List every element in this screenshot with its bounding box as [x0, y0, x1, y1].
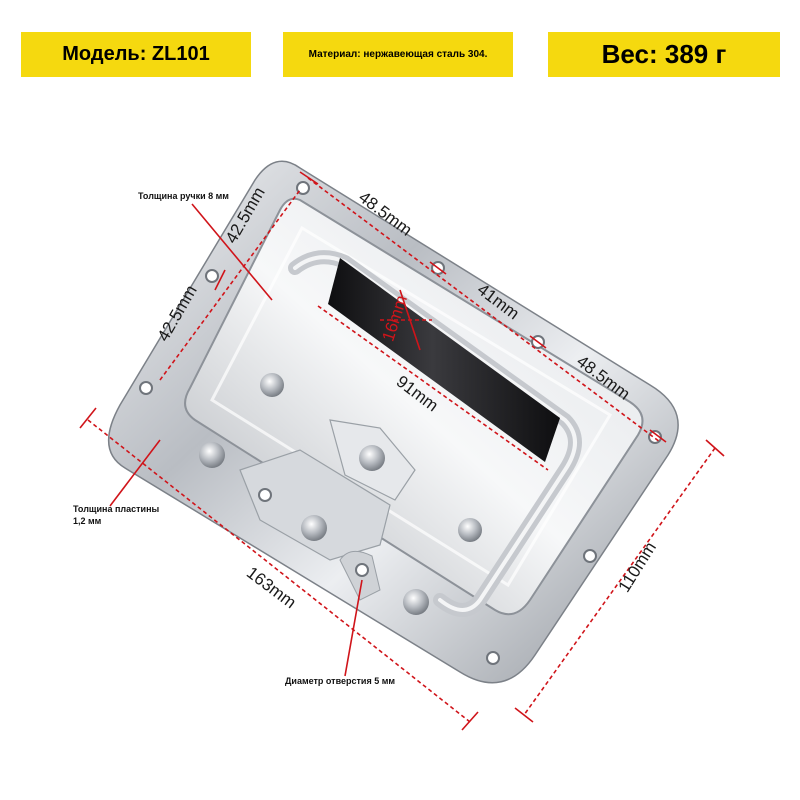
handle-plate: [107, 160, 679, 684]
mounting-hole: [258, 488, 272, 502]
mounting-hole: [583, 549, 597, 563]
model-badge: Модель: ZL101: [21, 32, 251, 77]
material-badge: Материал: нержавеющая сталь 304.: [283, 32, 513, 77]
mounting-hole: [486, 651, 500, 665]
note-plate-thickness: Толщина пластины: [73, 504, 160, 514]
mounting-hole: [205, 269, 219, 283]
mounting-hole: [355, 563, 369, 577]
rivet: [199, 442, 225, 468]
dim-overall-length: 163mm: [243, 563, 300, 612]
mounting-hole: [296, 181, 310, 195]
handle-bar: [288, 250, 582, 617]
weight-badge: Вес: 389 г: [548, 32, 780, 77]
note-hole-diameter: Диаметр отверстия 5 мм: [285, 676, 395, 686]
rivet: [403, 589, 429, 615]
rivet: [301, 515, 327, 541]
rivet: [260, 373, 284, 397]
dim-overall-width: 110mm: [615, 539, 660, 596]
rivet: [458, 518, 482, 542]
handle-grip: [328, 258, 560, 462]
rivet: [359, 445, 385, 471]
note-handle-thickness: Толщина ручки 8 мм: [138, 191, 229, 201]
dimension-lines: [79, 171, 725, 731]
rivets: [199, 373, 482, 615]
note-plate-thickness-value: 1,2 мм: [73, 516, 102, 526]
mounting-hole: [139, 381, 153, 395]
